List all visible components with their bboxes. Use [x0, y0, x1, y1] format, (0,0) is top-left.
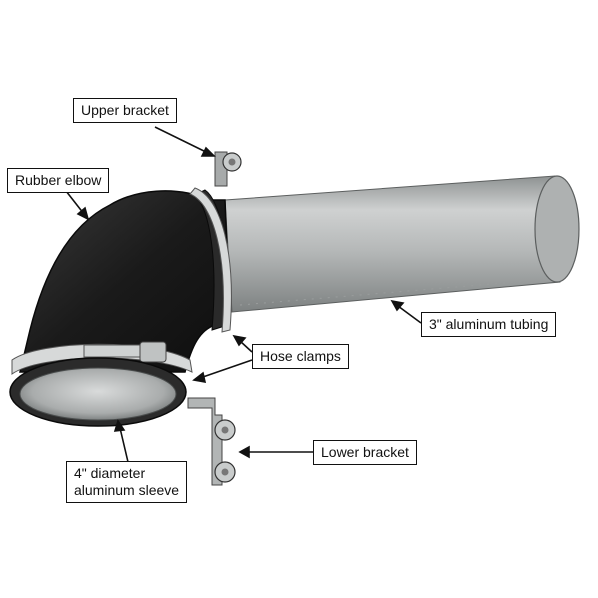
sleeve-leader [119, 427, 129, 463]
hose-clamps-label: Hose clamps [252, 344, 349, 369]
hose-clamp-leader-lower [199, 359, 253, 379]
rubber-elbow-label: Rubber elbow [7, 168, 110, 193]
aluminum-tubing-label: 3" aluminum tubing [421, 312, 557, 337]
clamp-screw [139, 341, 167, 363]
sleeve-label-line-1: 4" diameter [74, 465, 146, 481]
aluminum-sleeve-label: 4" diameter aluminum sleeve [66, 461, 188, 503]
aluminum-sleeve [9, 357, 187, 427]
lower-bracket-hardware [187, 397, 236, 486]
hose-clamp-leader-upper [239, 340, 253, 353]
rubber-elbow-leader [65, 190, 85, 215]
sleeve-label-line-2: aluminum sleeve [74, 482, 180, 498]
upper-bracket-label: Upper bracket [73, 98, 177, 123]
tubing-leader [397, 305, 422, 324]
lower-bracket-label: Lower bracket [313, 440, 417, 465]
leader-arrows [65, 126, 422, 463]
aluminum-tube [224, 175, 580, 313]
upper-bracket-leader [154, 126, 209, 154]
upper-hose-clamp [189, 187, 232, 333]
lower-hose-clamp [11, 341, 193, 375]
upper-bracket-hardware [214, 151, 242, 187]
tube-end [534, 175, 580, 283]
